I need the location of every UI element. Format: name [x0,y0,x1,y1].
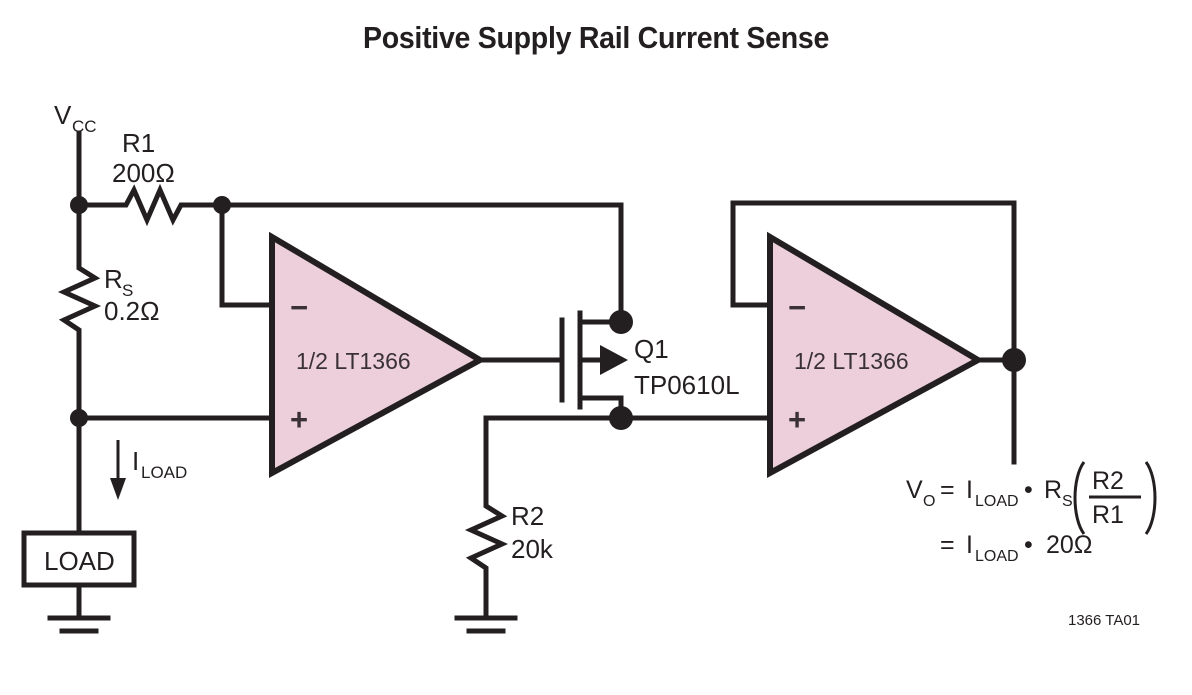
opamp2-noninverting-sign: + [788,402,806,437]
label-iload-subscript: LOAD [141,463,187,482]
opamp2-label: 1/2 LT1366 [794,348,909,374]
eq-equals-2: = [940,531,955,559]
eq-dot-2: • [1024,531,1033,559]
eq-paren-open [1073,461,1086,535]
opamp1-inverting-sign: − [290,290,308,325]
label-r1-value: 200Ω [112,158,175,188]
opamp1-body [269,231,487,479]
diagram-credit: 1366 TA01 [1068,612,1140,629]
label-q1-name: Q1 [634,334,669,364]
label-q1-part: TP0610L [634,370,740,400]
mosfet-bulk-arrow [600,345,628,375]
eq-fraction-denominator: R1 [1092,501,1124,529]
label-load: LOAD [44,546,115,576]
eq-vo-subscript: O [923,493,935,510]
junction-dot-mosfet-source [609,310,633,334]
label-r2-value: 20k [511,534,554,564]
label-rs-value: 0.2Ω [104,296,160,326]
eq-paren-close [1144,461,1157,535]
label-vcc: V [54,100,72,130]
eq-iload-2: I [966,531,973,559]
eq-iload-1: I [966,476,973,504]
label-rs-name-subscript: S [122,281,133,300]
eq-equals-1: = [940,476,955,504]
opamp1-label: 1/2 LT1366 [296,348,411,374]
eq-fraction-numerator: R2 [1092,467,1124,495]
page-title: Positive Supply Rail Current Sense [362,20,830,55]
label-rs-name: R [104,264,123,294]
eq-iload-1-subscript: LOAD [975,493,1019,510]
iload-arrow-head [110,478,126,500]
resistor-rs-symbol [57,259,102,340]
label-vcc-subscript: CC [72,117,97,136]
opamp2-inverting-sign: − [788,290,806,325]
label-r2-name: R2 [511,501,544,531]
eq-vo: V [906,476,923,504]
label-r1-name: R1 [122,128,155,158]
resistor-r1-symbol [115,183,189,227]
eq-dot-1: • [1024,476,1033,504]
eq-result-value: 20Ω [1046,531,1093,559]
opamp2-body [767,231,985,479]
eq-iload-2-subscript: LOAD [975,548,1019,565]
eq-rs-subscript: S [1062,493,1073,510]
label-iload: I [132,446,139,476]
resistor-r2-symbol [464,497,509,578]
eq-rs: R [1044,476,1062,504]
opamp1-noninverting-sign: + [290,402,308,437]
